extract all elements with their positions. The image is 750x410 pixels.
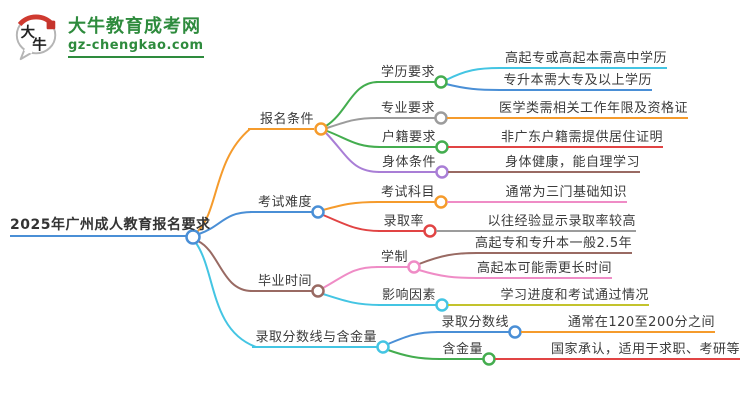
brand-domain[interactable]: gz-chengkao.com — [68, 38, 204, 58]
wire-signup-major — [326, 117, 379, 129]
branch-score-and-value: 录取分数线与含金量 — [252, 330, 377, 348]
edu-node-circle — [434, 75, 448, 89]
logo-char-1: 大 — [21, 23, 36, 41]
scoreline-node-circle — [508, 325, 522, 339]
value-node-circle — [482, 352, 496, 366]
wire-edu-leaf2 — [445, 83, 501, 91]
wire-signup-edu — [325, 81, 379, 127]
node-study-duration: 学制 — [376, 250, 408, 268]
wire-root-score — [195, 242, 257, 348]
leaf-three-subjects: 通常为三门基础知识 — [447, 185, 627, 203]
leaf-score-range: 通常在120至200分之间 — [521, 315, 715, 333]
leaf-progress-and-exams: 学习进度和考试通过情况 — [448, 288, 649, 306]
wire-difficulty-subjects — [322, 201, 379, 211]
site-logo[interactable]: 大 牛 大牛教育成考网 gz-chengkao.com — [12, 12, 204, 62]
wire-duration-leaf1 — [418, 252, 478, 265]
leaf-state-recognized: 国家承认，适用于求职、考研等 — [495, 342, 740, 360]
leaf-college-diploma: 专升本需大专及以上学历 — [498, 73, 652, 91]
branch-signup-conditions: 报名条件 — [248, 112, 314, 130]
wire-duration-leaf2 — [418, 269, 478, 279]
seal-icon — [46, 20, 56, 30]
subjects-node-circle — [434, 195, 448, 209]
major-node-circle — [434, 111, 448, 125]
duration-node-circle — [407, 260, 421, 274]
leaf-medical-major: 医学类需相关工作年限及资格证 — [447, 101, 688, 119]
node-household-requirement: 户籍要求 — [378, 130, 436, 148]
wire-graduation-duration — [322, 266, 379, 289]
leaf-highschool-diploma: 高起专或高起本需高中学历 — [498, 51, 667, 69]
wire-score-value — [387, 349, 441, 360]
wire-signup-household — [326, 130, 381, 148]
leaf-high-rate: 以往经验显示录取率较高 — [436, 214, 636, 232]
speech-bubble-icon: 大 牛 — [15, 14, 57, 61]
leaf-residence-proof: 非广东户籍需提供居住证明 — [448, 130, 663, 148]
signup-node-circle — [314, 122, 328, 136]
node-physical-condition: 身体条件 — [378, 155, 436, 173]
root-node: 2025年广州成人教育报名要求 — [10, 216, 210, 237]
node-value: 含金量 — [438, 342, 483, 360]
logo-char-2: 牛 — [32, 36, 46, 54]
difficulty-node-circle — [311, 205, 325, 219]
wire-edu-leaf1 — [445, 67, 501, 81]
brand-title: 大牛教育成考网 — [68, 16, 201, 37]
branch-graduation-time: 毕业时间 — [250, 274, 312, 292]
node-major-requirement: 专业要求 — [376, 101, 435, 119]
node-influencing-factors: 影响因素 — [378, 288, 436, 306]
wire-score-line — [387, 331, 439, 345]
household-node-circle — [435, 140, 449, 154]
leaf-two-half-years: 高起专和专升本一般2.5年 — [475, 236, 632, 254]
branch-exam-difficulty: 考试难度 — [250, 195, 312, 213]
graduation-node-circle — [311, 284, 325, 298]
node-exam-subjects: 考试科目 — [376, 185, 435, 203]
rate-node-circle — [423, 224, 437, 238]
wire-root-graduation — [197, 240, 253, 292]
node-education-requirement: 学历要求 — [376, 65, 435, 83]
wire-difficulty-rate — [322, 214, 381, 232]
node-admission-rate: 录取率 — [378, 214, 424, 232]
wire-signup-health — [325, 132, 381, 173]
factors-node-circle — [435, 298, 449, 312]
leaf-good-health: 身体健康，能自理学习 — [448, 155, 640, 173]
wire-graduation-factors — [322, 293, 381, 306]
score-node-circle — [376, 340, 390, 354]
leaf-longer-time: 高起本可能需更长时间 — [475, 261, 612, 279]
node-score-line: 录取分数线 — [436, 315, 509, 333]
health-node-circle — [435, 165, 449, 179]
